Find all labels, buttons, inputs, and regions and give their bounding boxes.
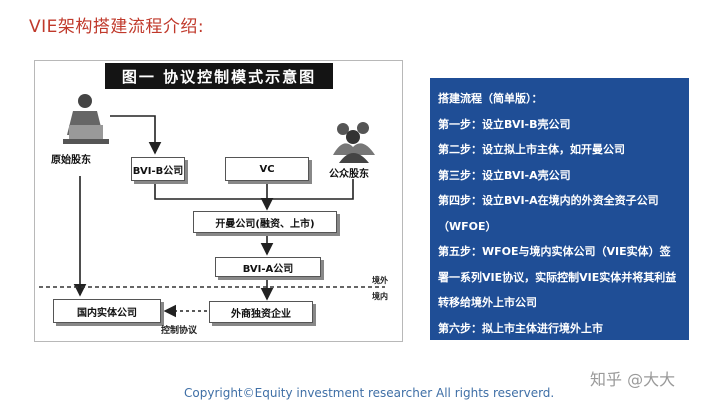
connector-original-to-bvib (110, 115, 162, 155)
person-figure-icon (63, 94, 109, 144)
diagram-connectors (39, 115, 385, 318)
group-people-icon (333, 122, 375, 163)
step-item-3: 第三步：设立BVI-A壳公司 (438, 168, 571, 182)
steps-heading: 搭建流程（简单版）： (438, 92, 543, 105)
vie-structure-diagram: 图一 协议控制模式示意图 原始股东 公众股东 BVI-B公司 VC 开曼公司(融… (34, 60, 403, 342)
step-item-1: 第一步：设立BVI-B壳公司 (438, 117, 571, 131)
step-item-5: 第五步：WFOE与境内实体公司（VIE实体）签署一系列VIE协议，实际控制VIE… (438, 245, 677, 309)
wfoe-node: 外商独资企业 (209, 301, 313, 323)
copyright-footer: Copyright©Equity investment researcher A… (184, 386, 555, 400)
kaiman-node: 开曼公司(融资、上市) (193, 211, 337, 233)
watermark: 知乎 @大大 (590, 370, 676, 389)
diagram-title: 图一 协议控制模式示意图 (105, 63, 333, 89)
bvi-a-node: BVI-A公司 (215, 257, 321, 277)
step-item-4: 第四步：设立BVI-A在境内的外资全资子公司（WFOE） (438, 194, 659, 233)
step-item-2: 第二步：设立拟上市主体，如开曼公司 (438, 143, 625, 156)
onshore-label: 境内 (372, 292, 388, 301)
connector-bvib-down (154, 183, 267, 200)
connector-public-to-kaiman (267, 179, 354, 200)
control-agreement-label: 控制协议 (161, 326, 198, 336)
step-item-6: 第六步：拟上市主体进行境外上市 (438, 321, 603, 335)
offshore-label: 境外 (372, 276, 388, 285)
bvi-b-node: BVI-B公司 (131, 157, 185, 181)
domestic-entity-node: 国内实体公司 (53, 299, 161, 323)
public-shareholders-label: 公众股东 (329, 169, 369, 180)
original-shareholders-label: 原始股东 (51, 155, 91, 166)
steps-panel: 搭建流程（简单版）： 第一步：设立BVI-B壳公司 第二步：设立拟上市主体，如开… (430, 78, 689, 340)
vc-node: VC (225, 157, 309, 181)
page-title: VIE架构搭建流程介绍: (29, 17, 205, 37)
